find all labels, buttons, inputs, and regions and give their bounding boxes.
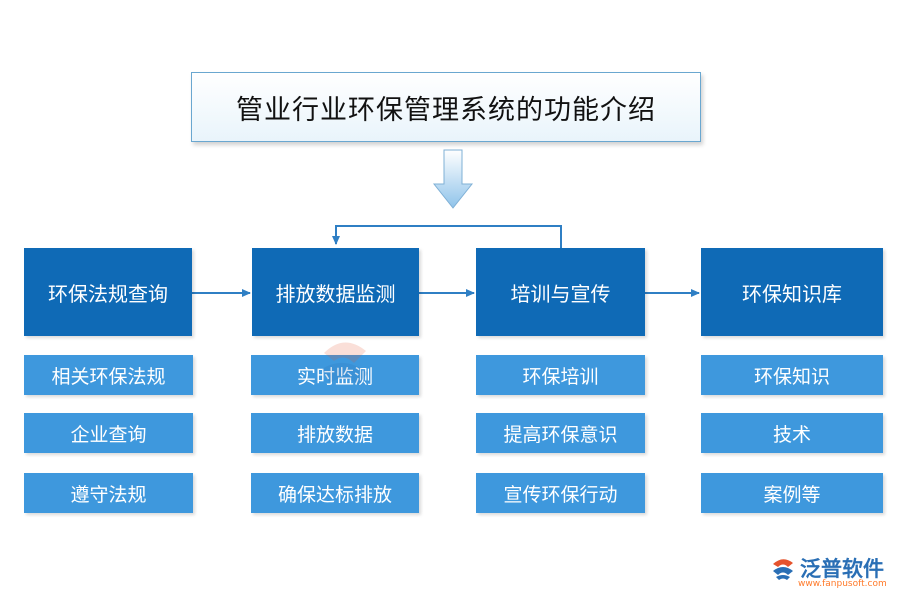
sub-node: 相关环保法规 [24,355,193,395]
down-arrow-icon [432,149,474,209]
sub-node: 排放数据 [251,413,419,453]
sub-node: 案例等 [701,473,883,513]
logo-url: www.fanpusoft.com [798,579,887,589]
fanpu-logo-icon [773,559,793,580]
sub-node: 环保知识 [701,355,883,395]
sub-node: 实时监测 [251,355,419,395]
sub-node: 宣传环保行动 [476,473,645,513]
sub-node: 遵守法规 [24,473,193,513]
diagram-title: 管业行业环保管理系统的功能介绍 [191,72,701,142]
sub-node: 企业查询 [24,413,193,453]
sub-node: 环保培训 [476,355,645,395]
node-regulation-query: 环保法规查询 [24,248,192,336]
sub-node: 提高环保意识 [476,413,645,453]
sub-node: 技术 [701,413,883,453]
node-emission-monitoring: 排放数据监测 [252,248,419,336]
feedback-connector [332,225,562,248]
node-knowledge-base: 环保知识库 [701,248,883,336]
watermark-logo [322,342,368,385]
sub-node: 确保达标排放 [251,473,419,513]
logo-name: 泛普软件 [800,557,884,581]
node-training-promotion: 培训与宣传 [476,248,645,336]
brand-logo: 泛普软件 [770,553,884,583]
